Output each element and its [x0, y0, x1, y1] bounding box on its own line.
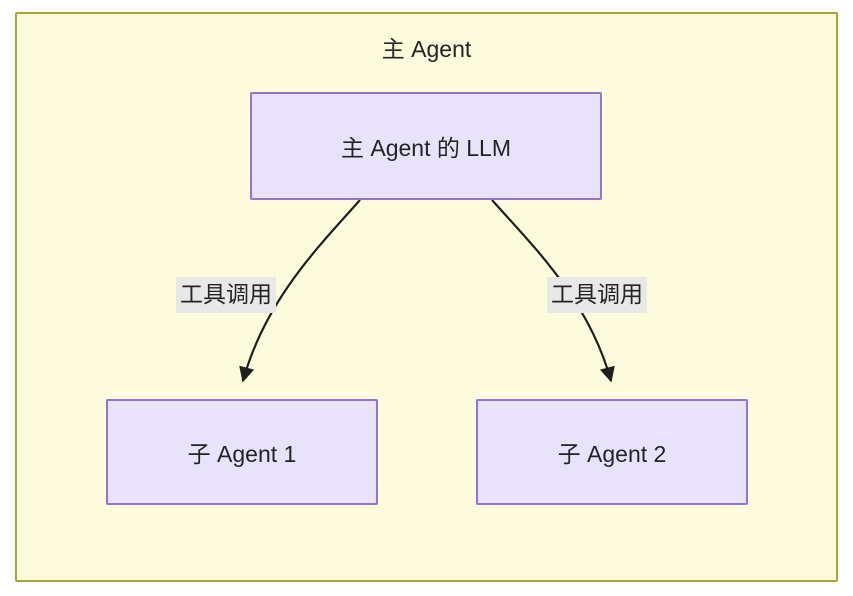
node-label: 子 Agent 2 [557, 441, 667, 467]
node-sub-agent-1[interactable]: 子 Agent 1 [106, 399, 378, 505]
node-main-agent-llm[interactable]: 主 Agent 的 LLM [250, 92, 602, 200]
node-sub-agent-2[interactable]: 子 Agent 2 [476, 399, 748, 505]
node-label: 子 Agent 1 [187, 441, 297, 467]
cluster-title: 主 Agent [381, 36, 472, 62]
node-label: 主 Agent 的 LLM [340, 135, 512, 161]
edge-label-tool-call-right: 工具调用 [547, 277, 647, 313]
edge-label-tool-call-left: 工具调用 [176, 277, 276, 313]
